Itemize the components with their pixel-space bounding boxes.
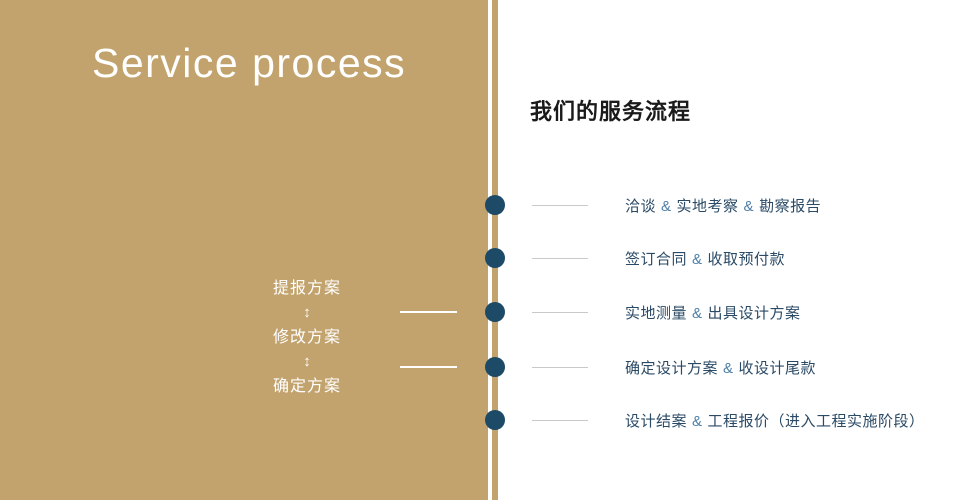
step-label: 提报方案: [272, 280, 341, 297]
ampersand-separator: &: [692, 250, 703, 268]
timeline-dot-icon: [485, 302, 505, 322]
tick-line: [532, 366, 588, 368]
timeline-text-part: 实地考察: [676, 197, 739, 215]
ampersand-separator: &: [723, 359, 734, 377]
timeline-text-part: 收取预付款: [707, 250, 786, 268]
timeline-text-part: 出具设计方案: [707, 304, 801, 322]
timeline-dot-icon: [485, 357, 505, 377]
timeline-dot-icon: [485, 410, 505, 430]
timeline-text-part: 实地测量: [625, 304, 688, 322]
tick-line: [532, 419, 588, 421]
timeline-dot-icon: [485, 195, 505, 215]
timeline-text-part: 签订合同: [625, 250, 688, 268]
timeline-item: 设计结案&工程报价（进入工程实施阶段）: [485, 408, 925, 432]
timeline-text-part: 工程报价（进入工程实施阶段）: [707, 412, 925, 430]
timeline-item: 洽谈&实地考察&勘察报告: [485, 193, 821, 217]
ampersand-separator: &: [661, 197, 672, 215]
updown-arrow-icon: ↕: [303, 304, 311, 321]
tick-line: [532, 257, 588, 259]
timeline-item-label: 设计结案&工程报价（进入工程实施阶段）: [625, 410, 925, 431]
timeline-item: 签订合同&收取预付款: [485, 246, 785, 270]
timeline-item-label: 签订合同&收取预付款: [625, 248, 785, 269]
updown-arrow-icon: ↕: [303, 353, 311, 370]
timeline-text-part: 收设计尾款: [738, 359, 817, 377]
timeline-dot-icon: [485, 248, 505, 268]
step-label: 修改方案: [272, 329, 341, 346]
gold-panel: [0, 0, 488, 500]
timeline-item: 确定设计方案&收设计尾款: [485, 355, 816, 379]
timeline-item-label: 洽谈&实地考察&勘察报告: [625, 195, 821, 216]
tick-line: [532, 204, 588, 206]
tick-line: [532, 311, 588, 313]
timeline-item-label: 实地测量&出具设计方案: [625, 302, 801, 323]
timeline-text-part: 洽谈: [625, 197, 657, 215]
timeline-text-part: 勘察报告: [759, 197, 822, 215]
timeline-text-part: 设计结案: [625, 412, 688, 430]
slide-title: Service process: [92, 40, 407, 86]
timeline-item: 实地测量&出具设计方案: [485, 300, 801, 324]
step-label: 确定方案: [272, 378, 341, 395]
ampersand-separator: &: [743, 197, 755, 215]
ampersand-separator: &: [692, 304, 703, 322]
timeline-item-label: 确定设计方案&收设计尾款: [625, 357, 816, 378]
section-heading: 我们的服务流程: [530, 99, 692, 124]
ampersand-separator: &: [692, 412, 703, 430]
connector-line-1: [400, 311, 457, 313]
design-steps: 提报方案 ↕ 修改方案 ↕ 确定方案: [260, 276, 354, 399]
connector-line-2: [400, 366, 457, 368]
timeline-text-part: 确定设计方案: [625, 359, 719, 377]
